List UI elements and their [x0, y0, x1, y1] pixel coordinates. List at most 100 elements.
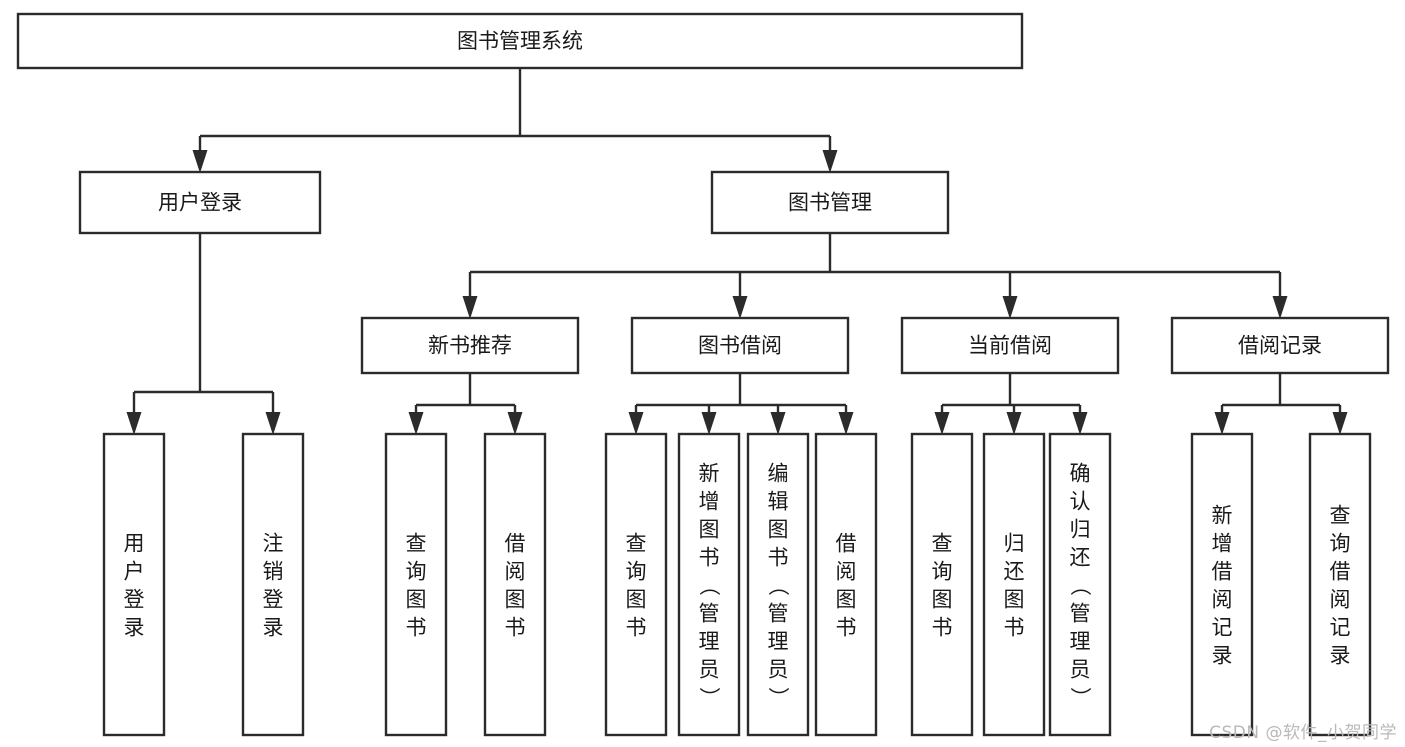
node-label-char: 确 [1070, 461, 1091, 485]
arrow-head-icon [462, 296, 478, 319]
node-box [483, 432, 547, 737]
node-label-char: 借 [505, 531, 526, 555]
node-label-char: 询 [406, 559, 427, 583]
node-label-char: 询 [932, 559, 953, 583]
arrow-head-icon [192, 150, 208, 173]
node-label-char: 录 [1212, 643, 1233, 667]
arrow-head-icon [934, 412, 950, 435]
node-label-char: （ [766, 575, 790, 596]
node-label-char: ） [697, 687, 721, 708]
node-label-char: 阅 [1212, 587, 1233, 611]
node-label-char: 记 [1212, 615, 1233, 639]
nodes-layer: 图书管理系统用户登录图书管理新书推荐图书借阅当前借阅借阅记录用户登录用户登录注销… [16, 12, 1390, 737]
node-label-char: 认 [1070, 489, 1091, 513]
node-label-char: 询 [626, 559, 647, 583]
node-label: 图书管理系统 [457, 29, 583, 53]
node-label-char: 书 [932, 615, 953, 639]
arrow-head-icon [1006, 412, 1022, 435]
node-label-char: 查 [932, 531, 953, 555]
node-box [982, 432, 1046, 737]
node-box [1170, 316, 1390, 375]
node-label-char: 书 [768, 545, 789, 569]
node-label-char: 增 [1212, 531, 1233, 555]
node-label-char: 图 [1004, 587, 1025, 611]
node-label-char: 图 [406, 587, 427, 611]
node-label-char: 用 [124, 531, 145, 555]
node-box [384, 432, 448, 737]
node-book-borrow[interactable]: 图书借阅 [630, 316, 850, 375]
node-label-char: 归 [1004, 531, 1025, 555]
arrow-head-icon [1332, 412, 1348, 435]
node-leaf-add-record[interactable]: 新增借阅记录新增借阅记录 [1190, 432, 1254, 737]
node-user-login[interactable]: 用户登录 [78, 170, 322, 235]
node-label-char: 书 [406, 615, 427, 639]
node-box [102, 432, 166, 737]
node-box [910, 432, 974, 737]
node-label-char: 销 [263, 559, 284, 583]
node-label-char: 录 [124, 615, 145, 639]
node-label-char: 新 [1212, 503, 1233, 527]
node-box [710, 170, 950, 235]
node-book-manage[interactable]: 图书管理 [710, 170, 950, 235]
node-label-char: 图 [932, 587, 953, 611]
node-leaf-query-book-2[interactable]: 查询图书查询图书 [604, 432, 668, 737]
node-label-char: 图 [505, 587, 526, 611]
node-label-char: 户 [124, 559, 145, 583]
node-new-book-recommend[interactable]: 新书推荐 [360, 316, 580, 375]
node-label-char: 记 [1330, 615, 1351, 639]
arrow-head-icon [770, 412, 786, 435]
node-box [1048, 432, 1112, 737]
arrow-head-icon [507, 412, 523, 435]
node-label-char: 新 [699, 461, 720, 485]
node-label-char: 书 [836, 615, 857, 639]
node-label-char: 书 [505, 615, 526, 639]
node-label-char: 图 [626, 587, 647, 611]
node-box [814, 432, 878, 737]
node-box [1308, 432, 1372, 737]
node-label-char: （ [1068, 575, 1092, 596]
node-label-char: 录 [1330, 643, 1351, 667]
node-leaf-borrow-book-1[interactable]: 借阅图书借阅图书 [483, 432, 547, 737]
arrow-head-icon [822, 150, 838, 173]
node-leaf-return-book[interactable]: 归还图书归还图书 [982, 432, 1046, 737]
node-root[interactable]: 图书管理系统 [16, 12, 1024, 70]
node-label-char: 还 [1004, 559, 1025, 583]
node-leaf-query-book-1[interactable]: 查询图书查询图书 [384, 432, 448, 737]
node-label-char: 询 [1330, 531, 1351, 555]
node-label-char: 借 [1212, 559, 1233, 583]
node-label-char: 借 [1330, 559, 1351, 583]
node-label-char: 管 [699, 601, 720, 625]
arrow-head-icon [265, 412, 281, 435]
node-label-char: 归 [1070, 517, 1091, 541]
node-label-char: 理 [699, 629, 720, 653]
node-leaf-user-login[interactable]: 用户登录用户登录 [102, 432, 166, 737]
node-label-char: ） [766, 687, 790, 708]
watermark-label: CSDN @软件_小贺同学 [1209, 723, 1397, 743]
node-label-char: 员 [1070, 657, 1091, 681]
node-label-char: 录 [263, 615, 284, 639]
node-borrow-record[interactable]: 借阅记录 [1170, 316, 1390, 375]
node-leaf-borrow-book-2[interactable]: 借阅图书借阅图书 [814, 432, 878, 737]
node-label: 借阅记录 [1238, 334, 1322, 358]
node-label-char: （ [697, 575, 721, 596]
arrow-head-icon [1072, 412, 1088, 435]
node-leaf-logout[interactable]: 注销登录注销登录 [241, 432, 305, 737]
node-label-char: 理 [768, 629, 789, 653]
arrow-head-icon [701, 412, 717, 435]
node-leaf-query-record[interactable]: 查询借阅记录查询借阅记录 [1308, 432, 1372, 737]
node-box [360, 316, 580, 375]
node-current-borrow[interactable]: 当前借阅 [900, 316, 1120, 375]
node-label-char: 登 [124, 587, 145, 611]
node-leaf-query-book-3[interactable]: 查询图书查询图书 [910, 432, 974, 737]
node-label-char: 管 [768, 601, 789, 625]
node-label: 新书推荐 [428, 334, 512, 358]
node-label-char: 图 [699, 517, 720, 541]
node-label-char: 阅 [836, 559, 857, 583]
node-label-char: 管 [1070, 601, 1091, 625]
node-label-char: 书 [699, 545, 720, 569]
connectors-layer [126, 68, 1348, 435]
node-box [78, 170, 322, 235]
